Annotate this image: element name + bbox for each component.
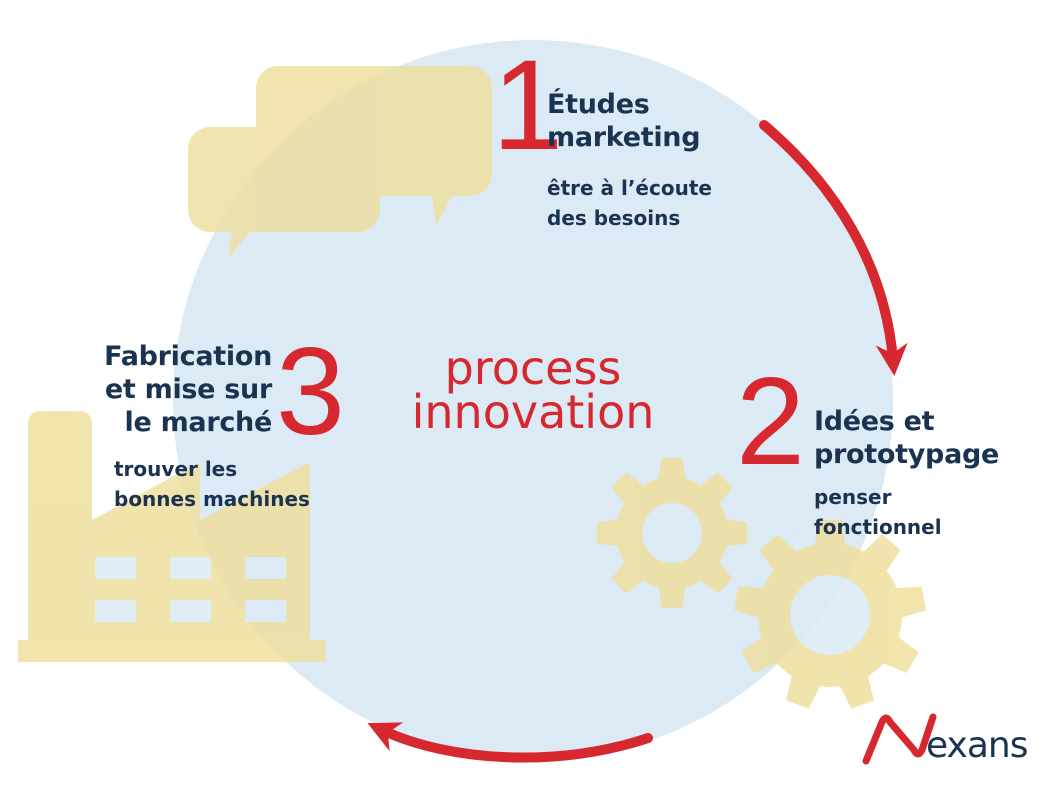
step1-desc-line2: des besoins	[547, 206, 681, 230]
arrow-step1-to-step2	[759, 120, 908, 376]
step2-title-line1: Idées et	[814, 406, 935, 437]
gears-icon	[596, 457, 926, 709]
step1-description: être à l’écoute des besoins	[547, 173, 712, 233]
step3-title-line2: et mise sur	[104, 374, 272, 405]
step1-title-line2: marketing	[547, 122, 701, 153]
center-title: process innovation	[380, 341, 686, 439]
gear-large-icon	[734, 519, 926, 709]
step3-number: 3	[276, 323, 345, 461]
gear-small-hole	[642, 503, 702, 563]
step3-description: trouver les bonnes machines	[114, 454, 310, 514]
step2-desc-line1: penser	[814, 485, 892, 509]
gear-large-hole	[790, 575, 870, 655]
step3-desc-line1: trouver les	[114, 457, 238, 481]
step1-title: Études marketing	[547, 88, 701, 154]
step3-title: Fabrication et mise sur le marché	[60, 340, 272, 439]
center-title-line2: innovation	[411, 385, 655, 439]
step2-desc-line2: fonctionnel	[814, 515, 942, 539]
step1-desc-line1: être à l’écoute	[547, 176, 712, 200]
speech-bubbles-icon	[188, 66, 492, 258]
step2-description: penser fonctionnel	[814, 482, 942, 542]
factory-icon	[18, 411, 326, 662]
step1-number: 1	[492, 34, 563, 177]
step3-title-line1: Fabrication	[104, 341, 272, 372]
nexans-logo-mark	[862, 713, 937, 765]
nexans-logo-text: exans	[926, 725, 1028, 766]
step2-title: Idées et prototypage	[814, 405, 999, 471]
step1-title-line1: Études	[547, 89, 650, 120]
step3-desc-line2: bonnes machines	[114, 487, 310, 511]
step2-number: 2	[736, 353, 805, 491]
step2-title-line2: prototypage	[814, 439, 1000, 470]
arrow-step2-to-step3	[367, 722, 653, 763]
step3-title-line3: le marché	[124, 407, 273, 438]
center-title-line1: process	[444, 341, 622, 395]
gear-small-icon	[596, 457, 748, 609]
